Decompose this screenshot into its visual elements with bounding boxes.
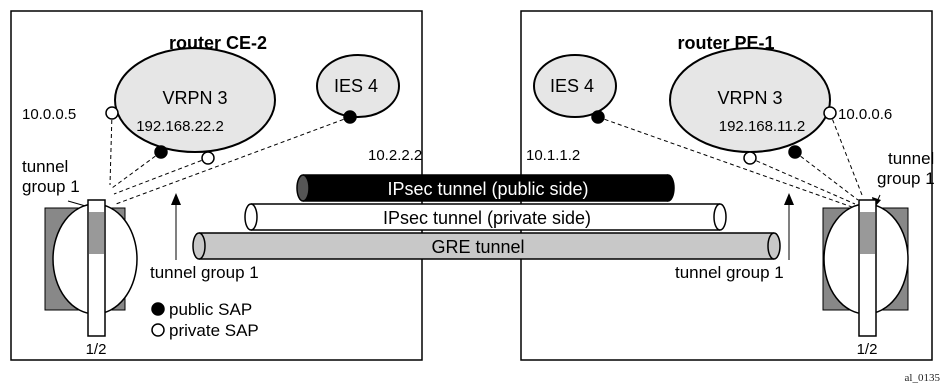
ipsec-public-tunnel-label: IPsec tunnel (public side) <box>387 179 588 199</box>
ies-ellipse-right <box>533 54 617 118</box>
sap-public-ies-left <box>343 110 357 124</box>
tunnel-group-bottom-arrowhead-right <box>784 193 794 205</box>
vprn-ip-outer-left: 10.0.0.5 <box>22 106 76 123</box>
figure-id: al_0135 <box>905 372 941 384</box>
ies-ellipse-left <box>316 54 400 118</box>
legend-private-sap-icon <box>151 323 165 337</box>
vprn-ellipse-left <box>114 47 276 153</box>
ies-ip-left: 10.2.2.2 <box>368 147 422 164</box>
port-label-right: 1/2 <box>857 341 878 358</box>
tunnel-group-bottom-arrowhead-left <box>171 193 181 205</box>
sap-public-vprn-left <box>154 145 168 159</box>
sap-public-ies-right <box>591 110 605 124</box>
sap-private-vprn-inner-left <box>201 151 215 165</box>
tunnel-group-bottom-right: tunnel group 1 <box>675 263 784 282</box>
vprn-ip-inner-left: 192.168.22.2 <box>136 118 224 135</box>
sap-private-vprn-inner-right <box>743 151 757 165</box>
ies-name-right: IES 4 <box>550 76 594 96</box>
gre-tunnel-label: GRE tunnel <box>431 237 524 257</box>
tunnel-group-top-left: tunnel group 1 <box>22 157 80 196</box>
ies-ip-right: 10.1.1.2 <box>526 147 580 164</box>
port-label-left: 1/2 <box>86 341 107 358</box>
tunnel-group-bottom-left: tunnel group 1 <box>150 263 259 282</box>
port-bar-fill-left <box>89 212 104 254</box>
vprn-name-right: VRPN 3 <box>717 88 782 108</box>
legend-public-sap-icon <box>151 302 165 316</box>
sap-private-vprn-outer-right <box>823 106 837 120</box>
vprn-name-left: VRPN 3 <box>162 88 227 108</box>
sap-public-vprn-right <box>788 145 802 159</box>
vprn-ip-outer-right: 10.0.0.6 <box>838 106 892 123</box>
port-bar-fill-right <box>860 212 875 254</box>
ipsec-public-tunnel <box>296 174 675 202</box>
dashed-links-left <box>109 112 351 205</box>
vprn-ip-inner-right: 192.168.11.2 <box>719 118 805 135</box>
legend-private-sap-label: private SAP <box>169 321 259 340</box>
legend-public-sap-label: public SAP <box>169 300 252 319</box>
ipsec-private-tunnel-label: IPsec tunnel (private side) <box>383 208 591 228</box>
sap-private-vprn-outer-left <box>105 106 119 120</box>
tunnel-group-top-right: tunnel group 1 <box>877 149 939 188</box>
ipsec-private-tunnel <box>244 203 727 231</box>
gre-tunnel <box>192 232 781 260</box>
ies-name-left: IES 4 <box>334 76 378 96</box>
dashed-links-right <box>597 112 863 208</box>
